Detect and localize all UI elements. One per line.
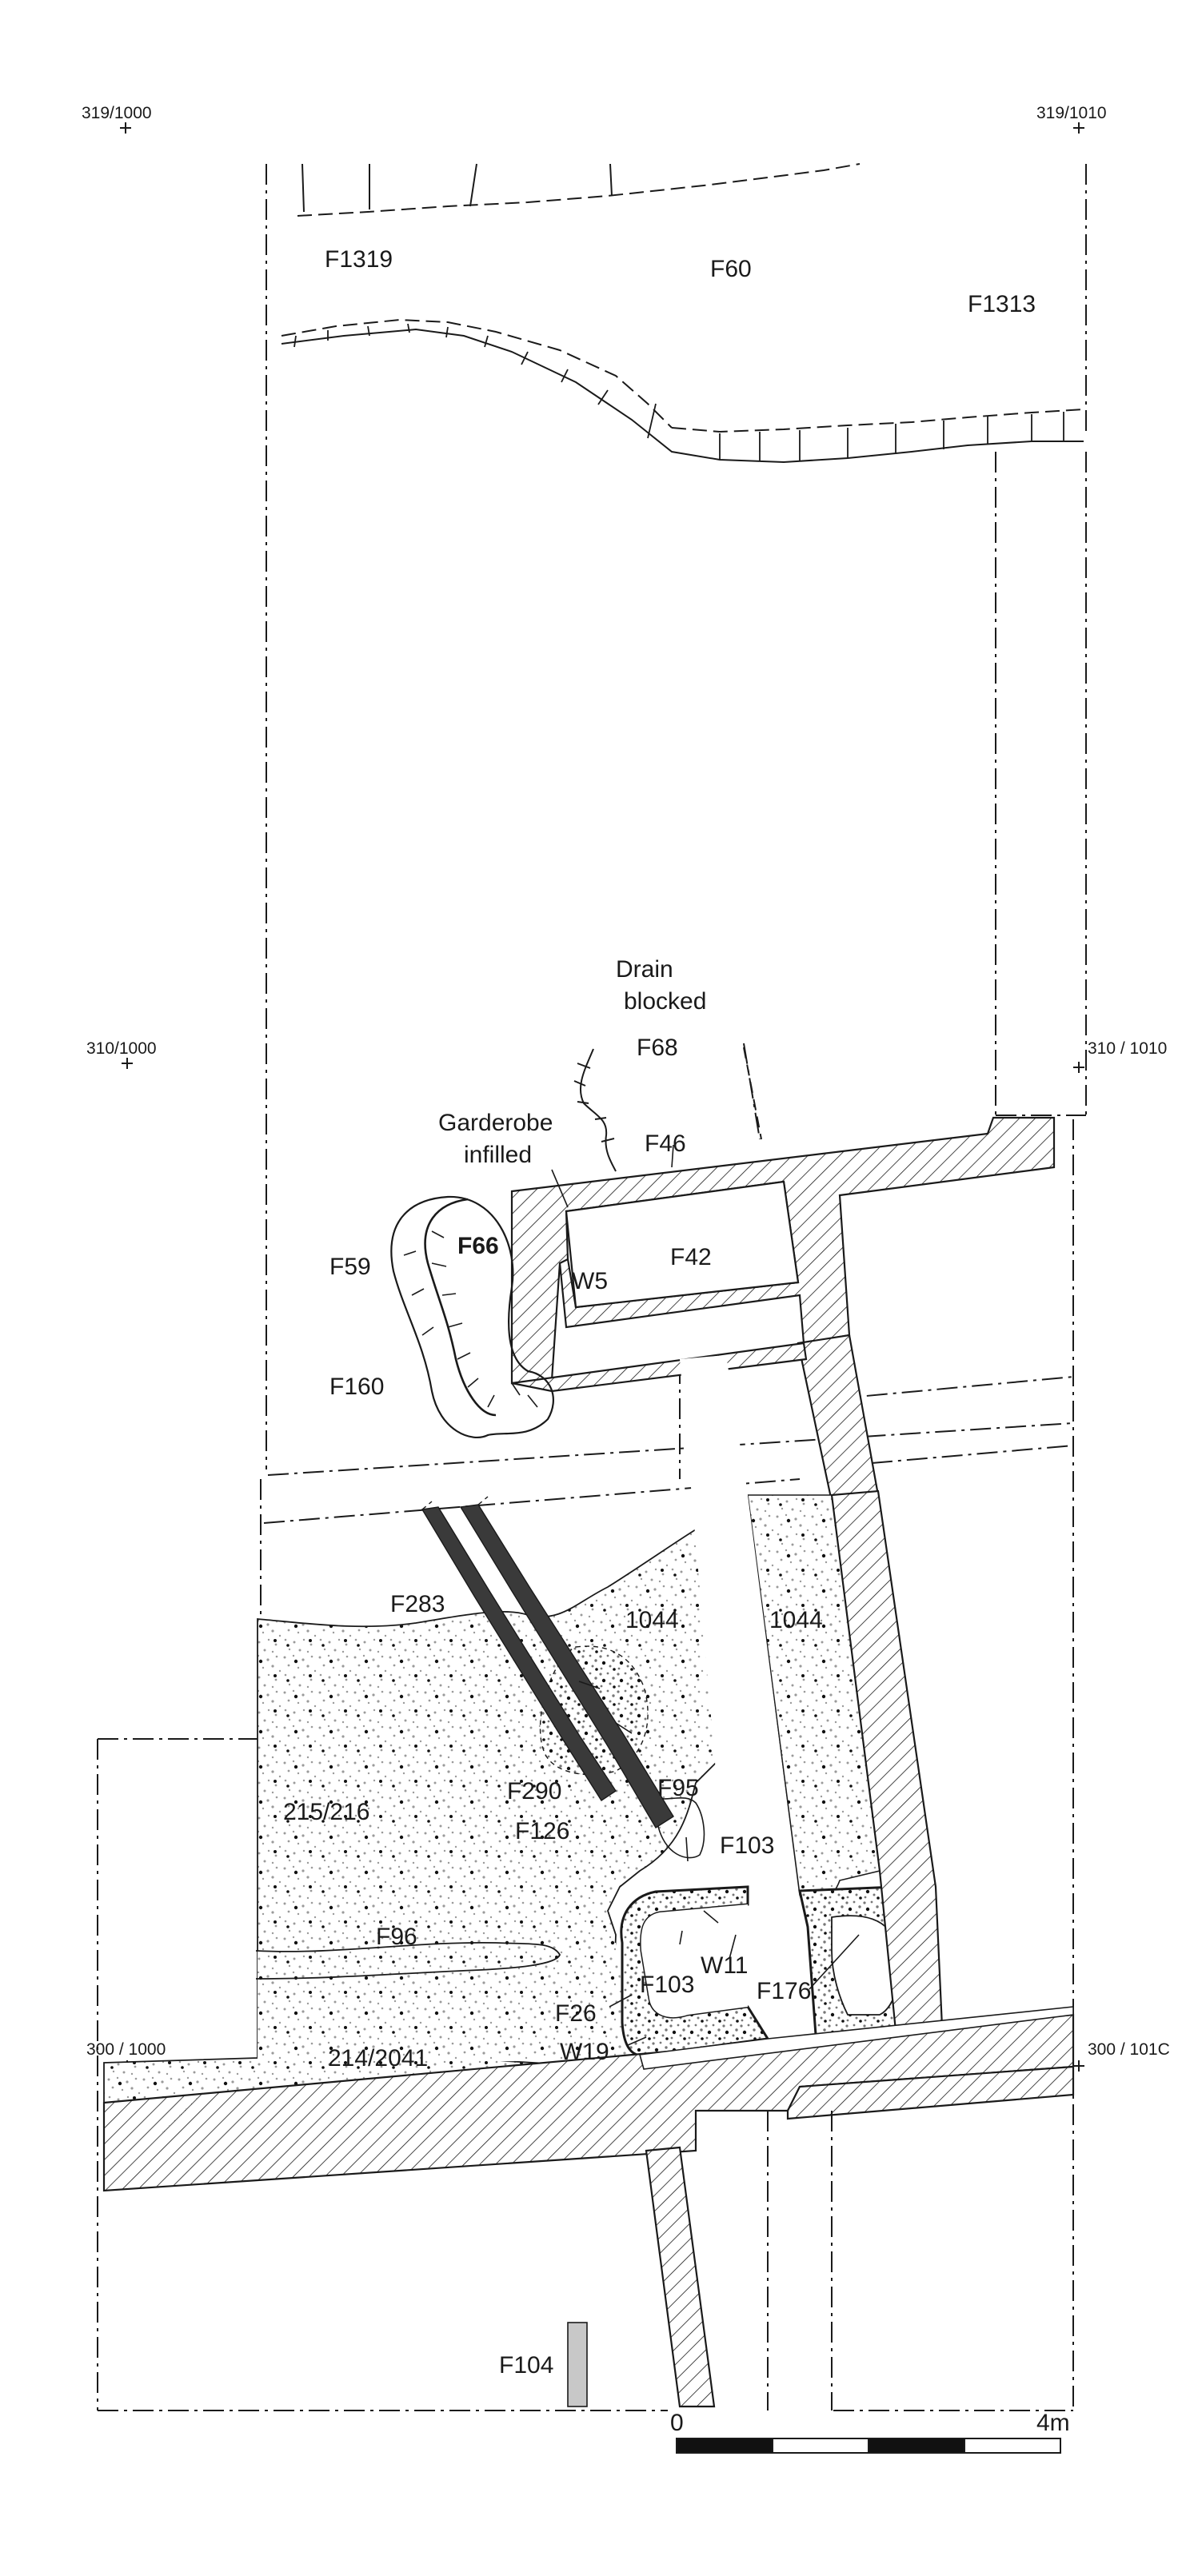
- garderobe-inner-f42: [565, 1180, 800, 1309]
- scale-labels: 0 4m: [670, 2410, 1070, 2436]
- wall-south-lower: [645, 2146, 716, 2408]
- deposit-214-2041b: [258, 1943, 632, 2067]
- label-drain: Drain: [616, 956, 673, 983]
- label-w19: W19: [560, 2039, 609, 2065]
- feature-f96: [255, 1941, 561, 1980]
- lower-strip-lines: [767, 2111, 833, 2411]
- wall-w19-upper: [638, 2006, 1074, 2070]
- grid-labels: 319/1000 319/1010 310/1000 310 / 1010 30…: [82, 104, 1170, 2059]
- label-f66: F66: [457, 1233, 499, 1259]
- label-infilled: infilled: [464, 1142, 532, 1168]
- grid-label-319-1000: 319/1000: [82, 104, 152, 122]
- label-garderobe: Garderobe: [438, 1110, 553, 1136]
- drain-f68-outline: [573, 1047, 762, 1172]
- grid-label-300-1010: 300 / 101C: [1088, 2040, 1170, 2059]
- garderobe-wall-w5: [510, 1116, 1056, 1385]
- label-f126: F126: [515, 1818, 569, 1844]
- label-1044a: 1044: [625, 1607, 679, 1633]
- post-f104: [567, 2322, 588, 2407]
- label-f103-top: F103: [720, 1832, 774, 1859]
- label-f176: F176: [757, 1978, 811, 2004]
- leader-lines: [551, 1144, 860, 2046]
- central-strip: [680, 1355, 808, 2064]
- label-f96: F96: [376, 1924, 417, 1950]
- pit-f59-f66: [390, 1195, 554, 1439]
- label-1044b: 1044: [769, 1607, 823, 1633]
- lower-cut-edge: [281, 318, 1084, 464]
- label-w5: W5: [572, 1268, 608, 1294]
- label-w11: W11: [701, 1952, 748, 1979]
- label-f1313: F1313: [968, 291, 1036, 317]
- label-f95: F95: [657, 1775, 699, 1801]
- grid-label-310-1000: 310/1000: [86, 1039, 157, 1058]
- scale-label-end: 4m: [1036, 2410, 1070, 2436]
- grid-label-319-1010: 319/1010: [1036, 104, 1107, 122]
- label-f290: F290: [507, 1778, 561, 1804]
- label-f160: F160: [329, 1374, 384, 1400]
- label-blocked: blocked: [624, 988, 706, 1015]
- label-214-2041: 214/2041: [328, 2045, 428, 2072]
- label-f59: F59: [329, 1254, 371, 1280]
- top-cut-edge: [297, 163, 861, 217]
- label-f1319: F1319: [325, 246, 393, 273]
- scale-label-start: 0: [670, 2410, 684, 2436]
- label-f42: F42: [670, 1244, 712, 1270]
- label-f103-inner: F103: [640, 1972, 694, 1998]
- label-f60: F60: [710, 256, 752, 282]
- wall-south-return: [786, 2065, 1075, 2120]
- label-f68: F68: [637, 1035, 678, 1061]
- cist-f103: [641, 1904, 748, 2018]
- label-f26: F26: [555, 2000, 597, 2027]
- label-215-216: 215/216: [283, 1799, 369, 1825]
- scale-bar: [676, 2438, 1061, 2454]
- grid-label-300-1000: 300 / 1000: [86, 2040, 166, 2059]
- grid-label-310-1010: 310 / 1010: [1088, 1039, 1167, 1058]
- drain-f283: [421, 1496, 674, 1828]
- garderobe-wall-east: [797, 1334, 880, 1503]
- label-f46: F46: [645, 1130, 686, 1157]
- feature-labels: F1319 F60 F1313 Drain blocked F68 Garder…: [283, 246, 1036, 2379]
- garderobe-wall-south: [511, 1342, 808, 1393]
- label-f283: F283: [390, 1591, 445, 1617]
- label-f104: F104: [499, 2352, 553, 2379]
